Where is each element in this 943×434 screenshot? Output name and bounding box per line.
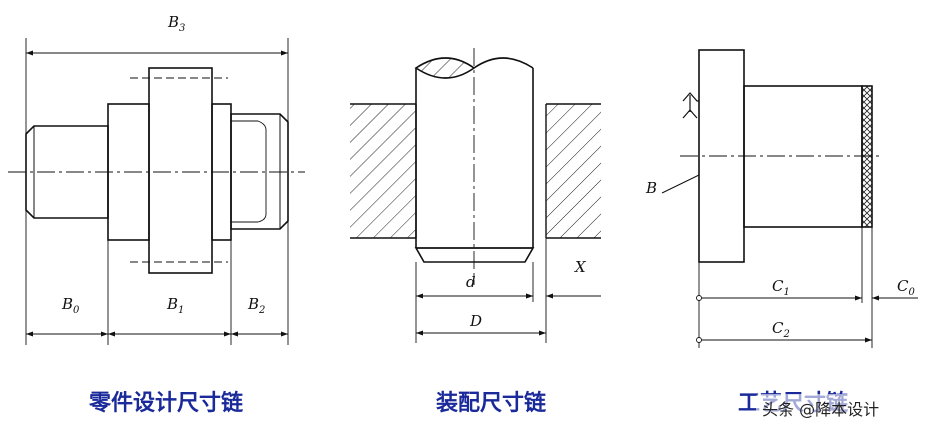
shaft-part-drawing <box>8 67 305 274</box>
pin <box>414 48 535 285</box>
part-extension-lines <box>25 38 289 345</box>
process-dimension-lines <box>701 295 918 343</box>
process-extension-lines <box>696 227 873 348</box>
pin-break-left <box>414 57 476 79</box>
label-B1: B1 <box>166 295 184 316</box>
locating-symbol <box>682 92 699 102</box>
label-C2: C2 <box>772 319 790 340</box>
label-C1: C1 <box>772 277 790 298</box>
assembly-drawing <box>350 48 601 285</box>
caption-part-design-chain: 零件设计尺寸链 <box>88 390 243 416</box>
label-B3: B3 <box>167 13 185 34</box>
label-B0: B0 <box>61 295 80 316</box>
assembly-extension-lines <box>415 238 547 343</box>
right-journal <box>230 113 289 230</box>
part-dimension-lines <box>26 50 288 337</box>
boss <box>743 85 863 228</box>
watermark-background <box>756 394 934 424</box>
flange-part-drawing <box>661 49 882 263</box>
hole-block-left <box>350 104 416 238</box>
label-D: D <box>469 312 482 330</box>
assembly-dimension-lines <box>416 293 601 336</box>
label-X: X <box>574 258 587 276</box>
label-C0: C0 <box>897 277 915 298</box>
label-B: B <box>645 179 657 197</box>
datum-B-leader <box>661 174 700 194</box>
label-B2: B2 <box>247 295 265 316</box>
machined-face <box>861 85 873 228</box>
center-collar <box>148 67 213 274</box>
hole-block-right <box>546 104 601 238</box>
watermark: 头条 @降本设计 <box>762 400 879 419</box>
label-d: d <box>466 273 476 291</box>
caption-assembly-chain: 装配尺寸链 <box>436 390 546 416</box>
pin-break-right <box>473 57 534 69</box>
